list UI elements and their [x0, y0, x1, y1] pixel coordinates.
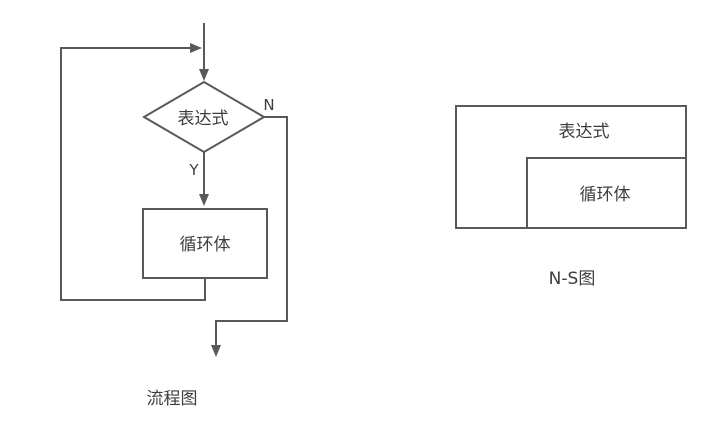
- decision-label: 表达式: [178, 109, 229, 129]
- ns-caption: N-S图: [549, 269, 596, 289]
- yes-branch-label: Y: [188, 161, 199, 179]
- ns-loop-body-label: 循环体: [580, 185, 631, 205]
- entry-arrowhead-icon: [199, 69, 209, 81]
- no-branch-label: N: [263, 96, 274, 114]
- loop-body-box: [142, 208, 268, 279]
- ns-diagram: 表达式 循环体 N-S图: [455, 105, 687, 289]
- exit-arrowhead-icon: [211, 345, 221, 357]
- loopback-line: [60, 47, 206, 301]
- no-branch-line: [215, 116, 288, 347]
- flowchart-diagram: 表达式 N Y 循环体 流程图: [60, 23, 288, 409]
- decision-diamond: [142, 80, 266, 154]
- ns-loop-body-box: [526, 157, 687, 229]
- loop-body-label: 循环体: [180, 235, 231, 255]
- ns-condition-label: 表达式: [559, 122, 610, 142]
- loopback-arrowhead-icon: [190, 43, 202, 53]
- flowchart-caption: 流程图: [147, 389, 198, 409]
- yes-arrowhead-icon: [199, 194, 209, 206]
